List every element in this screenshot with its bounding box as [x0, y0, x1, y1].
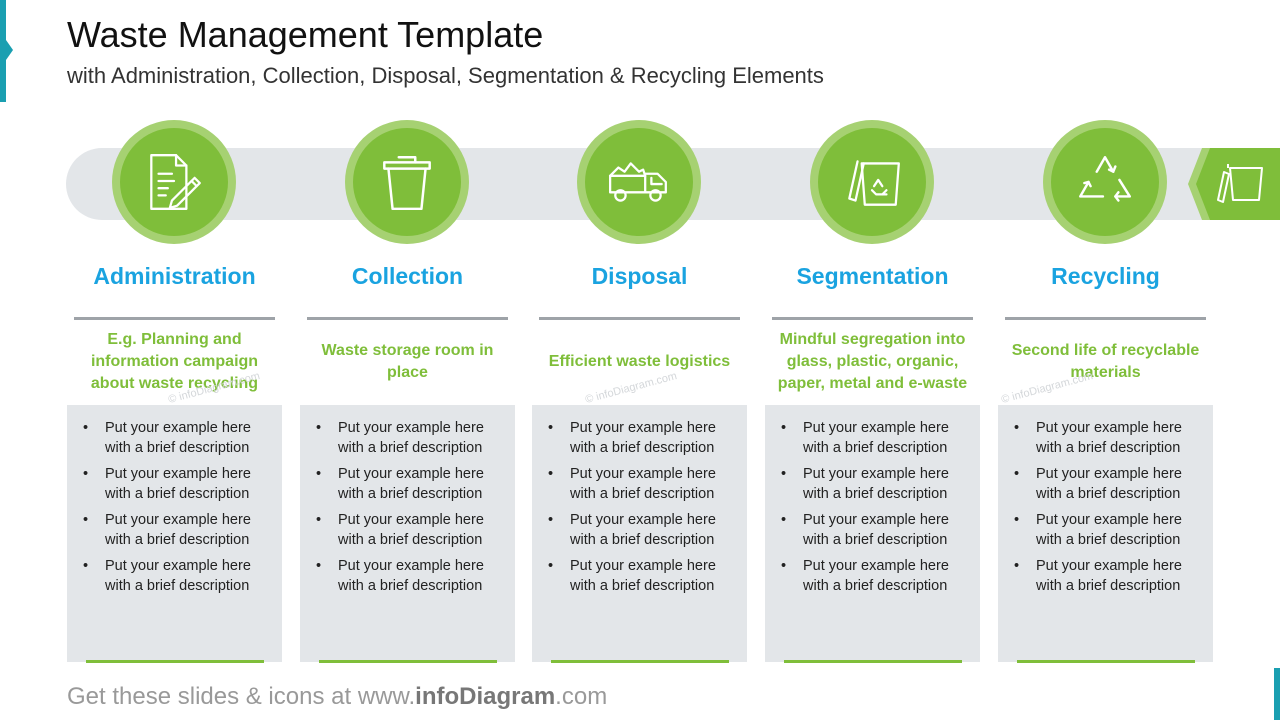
bullet-item: Put your example here with a brief descr…: [81, 465, 270, 504]
right-accent-bar: [1274, 668, 1280, 720]
recycle-icon: [1079, 156, 1131, 202]
bullet-item: Put your example here with a brief descr…: [81, 419, 270, 458]
page-title: Waste Management Template: [67, 14, 544, 55]
step-recycling: Recycling Second life of recyclable mate…: [998, 120, 1213, 665]
bullet-item: Put your example here with a brief descr…: [779, 419, 968, 458]
bullet-item: Put your example here with a brief descr…: [546, 557, 735, 596]
example-box: Put your example here with a brief descr…: [998, 405, 1213, 662]
step-segmentation: Segmentation Mindful segregation into gl…: [765, 120, 980, 665]
step-divider: [1005, 317, 1206, 320]
garbage-truck-icon: [608, 162, 667, 202]
footer-brand: infoDiagram: [415, 683, 556, 710]
left-accent-notch: [6, 40, 13, 60]
left-accent-bar: [0, 0, 6, 102]
page-subtitle: with Administration, Collection, Disposa…: [67, 63, 824, 88]
bullet-item: Put your example here with a brief descr…: [1012, 419, 1201, 458]
bullet-item: Put your example here with a brief descr…: [314, 557, 503, 596]
step-icon-circle: [577, 120, 701, 244]
recycle-bin-icon: [848, 160, 900, 206]
trash-bin-icon: [383, 156, 431, 211]
step-administration: Administration E.g. Planning and informa…: [67, 120, 282, 665]
bullet-item: Put your example here with a brief descr…: [314, 465, 503, 504]
example-box: Put your example here with a brief descr…: [765, 405, 980, 662]
step-collection: Collection Waste storage room in place P…: [300, 120, 515, 665]
bullet-item: Put your example here with a brief descr…: [546, 511, 735, 550]
step-description: Waste storage room in place: [321, 342, 494, 381]
step-divider: [772, 317, 973, 320]
step-title: Collection: [351, 263, 464, 289]
example-box: Put your example here with a brief descr…: [300, 405, 515, 662]
bullet-item: Put your example here with a brief descr…: [1012, 465, 1201, 504]
step-description: Second life of recyclable materials: [1011, 342, 1200, 381]
footer-credit: Get these slides & icons at www.infoDiag…: [67, 683, 607, 711]
bullet-item: Put your example here with a brief descr…: [81, 557, 270, 596]
bullet-item: Put your example here with a brief descr…: [779, 511, 968, 550]
step-divider: [307, 317, 508, 320]
end-arrow-tab: [1188, 148, 1280, 220]
step-title: Administration: [93, 263, 256, 289]
footer-suffix: .com: [555, 683, 608, 710]
bullet-item: Put your example here with a brief descr…: [314, 511, 503, 550]
step-icon-circle: [1043, 120, 1167, 244]
bullet-item: Put your example here with a brief descr…: [1012, 511, 1201, 550]
bullet-item: Put your example here with a brief descr…: [546, 465, 735, 504]
bullet-item: Put your example here with a brief descr…: [1012, 557, 1201, 596]
step-divider: [74, 317, 275, 320]
box-accent-bar: [551, 660, 729, 663]
step-icon-circle: [345, 120, 469, 244]
box-accent-bar: [784, 660, 962, 663]
bin-with-lid-icon: [1217, 164, 1263, 203]
bullet-item: Put your example here with a brief descr…: [81, 511, 270, 550]
bullet-item: Put your example here with a brief descr…: [314, 419, 503, 458]
step-description: Mindful segregation into glass, plastic,…: [777, 331, 968, 392]
step-title: Disposal: [591, 263, 688, 289]
step-icon-circle: [810, 120, 934, 244]
document-edit-icon: [150, 154, 201, 210]
step-icon-circle: [112, 120, 236, 244]
box-accent-bar: [86, 660, 264, 663]
example-box: Put your example here with a brief descr…: [67, 405, 282, 662]
box-accent-bar: [319, 660, 497, 663]
step-disposal: Disposal Efficient waste logistics © inf…: [532, 120, 747, 665]
step-description: E.g. Planning and information campaign a…: [90, 331, 259, 392]
bullet-item: Put your example here with a brief descr…: [779, 557, 968, 596]
footer-prefix: Get these slides & icons at www.: [67, 683, 416, 710]
step-description: Efficient waste logistics: [548, 353, 731, 370]
bullet-item: Put your example here with a brief descr…: [546, 419, 735, 458]
step-title: Segmentation: [796, 263, 949, 289]
box-accent-bar: [1017, 660, 1195, 663]
bullet-item: Put your example here with a brief descr…: [779, 465, 968, 504]
step-title: Recycling: [1051, 263, 1160, 289]
step-divider: [539, 317, 740, 320]
example-box: Put your example here with a brief descr…: [532, 405, 747, 662]
